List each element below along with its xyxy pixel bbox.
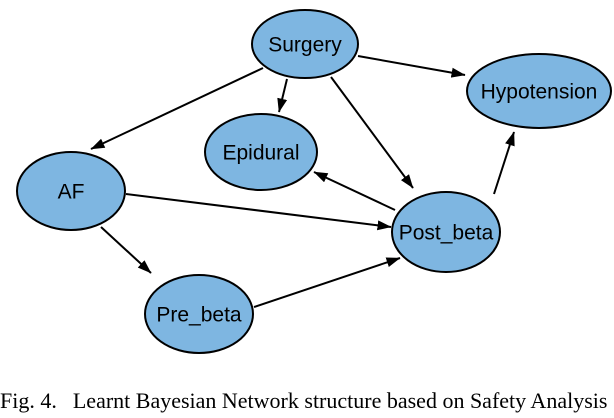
edge-post_beta-hypotension: [493, 131, 515, 195]
node-ellipse-surgery: [251, 9, 359, 79]
node-label-epidural: Epidural: [222, 141, 299, 164]
edge-surgery-post_beta: [330, 76, 414, 189]
edge-af-post_beta: [125, 193, 392, 231]
node-pre_beta: Pre_beta: [144, 274, 254, 354]
node-ellipse-post_beta: [391, 191, 501, 273]
node-af: AF: [16, 151, 126, 231]
edge-af-pre_beta: [100, 226, 152, 274]
node-ellipse-hypotension: [466, 53, 612, 129]
node-label-af: AF: [58, 180, 85, 203]
node-label-hypotension: Hypotension: [481, 80, 598, 103]
node-label-post_beta: Post_beta: [399, 221, 494, 244]
edge-surgery-hypotension: [357, 55, 466, 78]
edge-surgery-epidural: [277, 78, 288, 113]
node-label-pre_beta: Pre_beta: [156, 303, 242, 326]
node-ellipse-af: [16, 151, 126, 231]
figure-caption-label: Fig. 4.: [0, 388, 57, 413]
node-surgery: Surgery: [251, 9, 359, 79]
node-ellipse-pre_beta: [144, 274, 254, 354]
node-post_beta: Post_beta: [391, 191, 501, 273]
node-epidural: Epidural: [204, 113, 318, 191]
node-hypotension: Hypotension: [466, 53, 612, 129]
edge-surgery-af: [90, 67, 264, 150]
edge-post_beta-epidural: [313, 171, 396, 211]
figure-caption: Fig. 4. Learnt Bayesian Network structure…: [0, 388, 614, 414]
edge-pre_beta-post_beta: [253, 257, 401, 308]
figure-caption-text: Learnt Bayesian Network structure based …: [72, 388, 608, 413]
node-label-surgery: Surgery: [268, 33, 342, 56]
node-ellipse-epidural: [204, 113, 318, 191]
